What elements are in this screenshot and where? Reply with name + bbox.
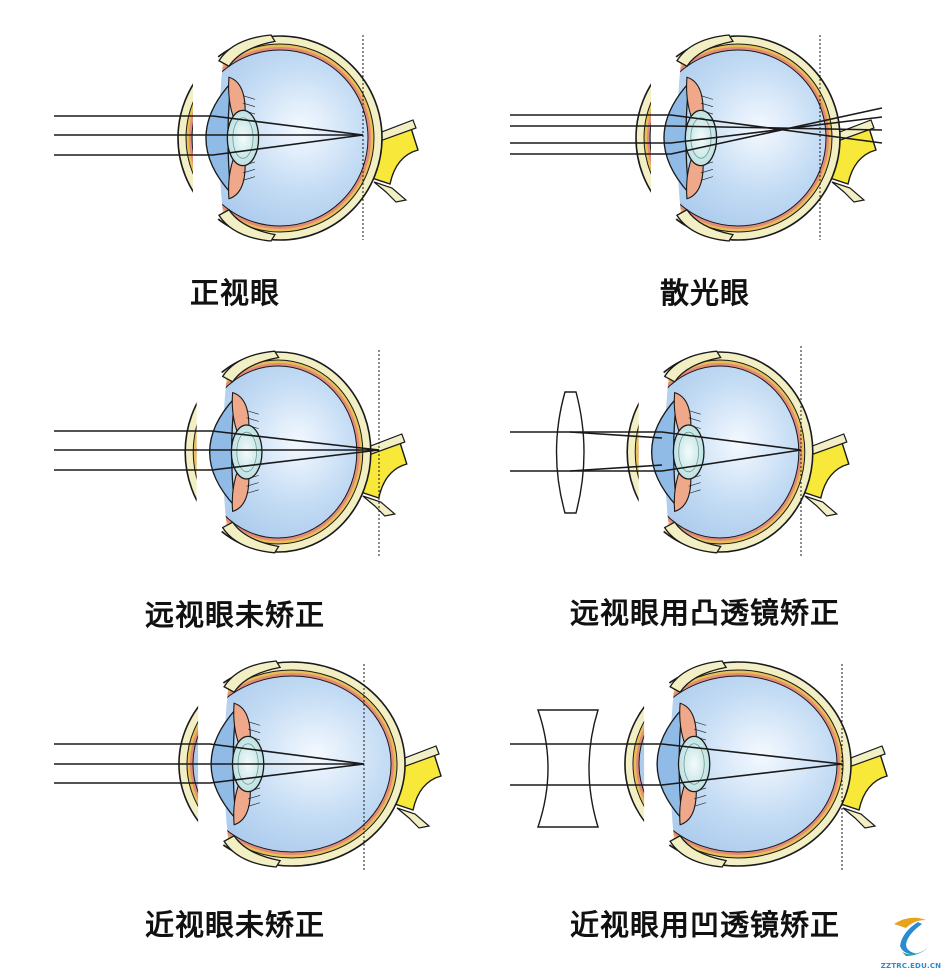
site-logo: ZZTRC.EDU.CN bbox=[880, 912, 941, 974]
light-ray bbox=[510, 431, 802, 451]
zonule bbox=[242, 176, 256, 181]
zonule bbox=[694, 728, 707, 734]
zonule bbox=[246, 417, 259, 422]
panel-emmetropia: 正视眼 bbox=[0, 0, 470, 326]
light-ray bbox=[54, 134, 364, 156]
light-ray bbox=[569, 431, 663, 439]
sclera-bottom-edge bbox=[669, 834, 728, 868]
zonule bbox=[694, 802, 707, 807]
zonule bbox=[688, 482, 701, 487]
lens-nucleus bbox=[236, 431, 257, 473]
sclera-top-edge bbox=[669, 660, 728, 694]
zonule bbox=[694, 794, 707, 800]
light-ray bbox=[54, 430, 380, 451]
nerve-sheath-bottom bbox=[373, 181, 408, 203]
panel-myopia-uncorrected: 近视眼未矫正 bbox=[0, 652, 470, 978]
eyeball bbox=[635, 27, 877, 249]
sclera-bottom-edge bbox=[676, 208, 735, 242]
panel-astigmatism: 散光眼 bbox=[470, 0, 940, 326]
caption-myopia-concave-corrected: 近视眼用凹透镜矫正 bbox=[569, 908, 840, 942]
panel-hyperopia-convex-corrected: 远视眼用凸透镜矫正 bbox=[470, 326, 940, 652]
crystalline-lens bbox=[672, 424, 705, 480]
nerve-sheath-bottom bbox=[396, 807, 431, 829]
sclera-bottom-edge bbox=[218, 208, 277, 242]
zonule bbox=[700, 95, 714, 100]
light-ray bbox=[54, 743, 365, 765]
zonule bbox=[688, 489, 701, 494]
light-ray bbox=[54, 449, 380, 471]
zonule bbox=[700, 102, 714, 108]
panel-hyperopia-uncorrected: 远视眼未矫正 bbox=[0, 326, 470, 652]
zonule bbox=[248, 802, 261, 807]
myopia-concave-corrected-diagram bbox=[510, 653, 888, 875]
lens-nucleus bbox=[232, 117, 254, 159]
caption-astigmatism: 散光眼 bbox=[659, 276, 750, 310]
sclera-top-edge bbox=[218, 34, 277, 68]
light-ray bbox=[510, 116, 883, 144]
nerve-sheath-bottom bbox=[804, 495, 839, 517]
hyperopia-convex-corrected-diagram bbox=[510, 344, 850, 560]
zonule bbox=[242, 168, 256, 174]
zonule bbox=[242, 95, 256, 100]
lens-nucleus bbox=[683, 743, 705, 785]
nerve-sheath-bottom bbox=[831, 181, 866, 203]
zonule bbox=[700, 176, 714, 181]
light-ray bbox=[54, 763, 365, 784]
zonule bbox=[246, 482, 259, 487]
caption-myopia-uncorrected: 近视眼未矫正 bbox=[144, 908, 325, 942]
sclera-top-edge bbox=[676, 34, 735, 68]
light-ray bbox=[510, 743, 843, 765]
light-ray bbox=[510, 449, 802, 472]
sclera-top-edge bbox=[663, 350, 722, 383]
zonule bbox=[688, 417, 701, 422]
light-ray bbox=[510, 763, 843, 786]
light-ray bbox=[54, 115, 364, 136]
nerve-sheath-bottom bbox=[842, 807, 877, 829]
sclera-top-edge bbox=[221, 350, 280, 383]
light-ray bbox=[510, 114, 883, 144]
light-ray bbox=[510, 125, 883, 131]
convex-lens bbox=[555, 391, 585, 514]
sclera-bottom-edge bbox=[223, 834, 282, 868]
zonule bbox=[246, 489, 259, 494]
zonule bbox=[248, 728, 261, 734]
zonule bbox=[700, 168, 714, 174]
eyeball bbox=[626, 344, 850, 560]
astigmatism-diagram bbox=[510, 27, 883, 249]
sclera-bottom-edge bbox=[663, 521, 722, 554]
zonule bbox=[248, 721, 261, 726]
light-ray bbox=[569, 464, 663, 472]
light-ray bbox=[510, 107, 883, 155]
zonule bbox=[688, 410, 701, 415]
panel-myopia-concave-corrected: 近视眼用凹透镜矫正 bbox=[470, 652, 940, 978]
sclera-bottom-edge bbox=[221, 521, 280, 554]
hyperopia-uncorrected-diagram bbox=[54, 344, 408, 560]
myopia-uncorrected-diagram bbox=[54, 653, 442, 875]
eyeball bbox=[177, 27, 419, 249]
caption-emmetropia: 正视眼 bbox=[189, 276, 280, 310]
caption-hyperopia-uncorrected: 远视眼未矫正 bbox=[144, 598, 325, 632]
caption-hyperopia-convex-corrected: 远视眼用凸透镜矫正 bbox=[569, 596, 840, 630]
logo-swoosh-icon bbox=[894, 917, 928, 956]
zonule bbox=[248, 794, 261, 800]
emmetropia-diagram bbox=[54, 27, 419, 249]
zonule bbox=[694, 721, 707, 726]
lens-nucleus bbox=[678, 431, 699, 473]
concave-lens bbox=[537, 709, 599, 828]
zonule bbox=[246, 410, 259, 415]
eyeball bbox=[624, 653, 888, 875]
sclera-top-edge bbox=[223, 660, 282, 694]
zonule bbox=[242, 102, 256, 108]
logo-text: ZZTRC.EDU.CN bbox=[880, 962, 941, 970]
eyeball bbox=[184, 344, 408, 560]
